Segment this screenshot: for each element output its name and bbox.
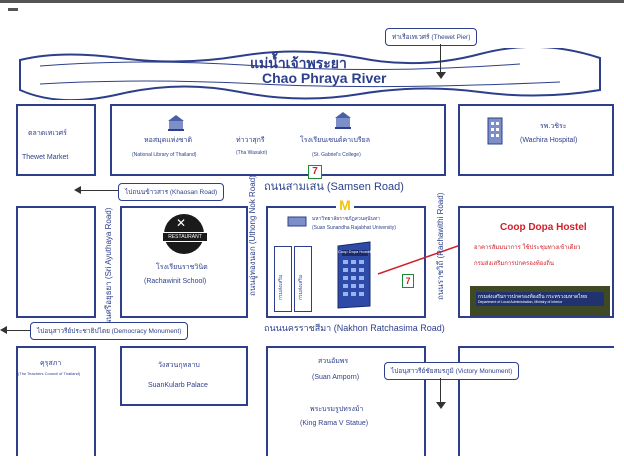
thewet-market-en: Thewet Market — [22, 154, 69, 161]
dept-building-left-label: กรมส่งเสริม — [278, 274, 284, 300]
suankularb-th: วังสวนกุหลาบ — [158, 362, 200, 369]
road-samsen: ถนนสามเสน (Samsen Road) — [264, 181, 404, 193]
st-gabriel-building-icon — [335, 112, 351, 129]
st-gabriel-th: โรงเรียนเซนต์คาเบรียล — [300, 137, 371, 144]
democracy-arrow — [6, 330, 32, 331]
khaosan-callout: ไปถนนข้าวสาร (Khaosan Road) — [118, 183, 225, 201]
block-suankularb — [120, 346, 248, 406]
hostel-sign: Coop Dopa Hostel — [338, 249, 371, 254]
top-bar — [0, 0, 624, 3]
library-building-icon — [168, 115, 184, 131]
river-name-th: แม่น้ำเจ้าพระยา — [250, 55, 347, 71]
king-rama-th: พระบรมรูปทรงม้า — [310, 406, 364, 413]
mcd-icon: M — [336, 198, 354, 212]
suan-amporn-th: สวนอัมพร — [318, 358, 349, 365]
pier-arrow-head — [436, 72, 446, 79]
rajabhat-en: (Suan Sunandha Rajabhat University) — [312, 225, 396, 231]
hostel-photo-caption-en: Department of Local Administration, Mini… — [478, 300, 563, 304]
teachers-council-en: (The Teachers Council of Thailand) — [18, 371, 81, 376]
democracy-callout: ไปอนุสาวรีย์ประชาธิปไตย (Democracy Monum… — [30, 322, 189, 340]
block-thewet-market — [16, 104, 96, 176]
rajabhat-th: มหาวิทยาลัยราชภัฏสวนสุนันทา — [312, 216, 381, 222]
mcd-label: M — [339, 197, 351, 213]
restaurant-banner: RESTAURANT — [162, 232, 208, 242]
thewet-market-th: ตลาดเทเวศร์ — [28, 130, 67, 137]
khaosan-arrow-head — [74, 186, 81, 194]
road-ayuthaya: ถนนศรีอยุธยา (Sri Ayuthaya Road) — [104, 207, 113, 330]
suan-amporn-en: (Suan Amporn) — [312, 374, 360, 381]
river — [19, 48, 601, 100]
hostel-building-icon — [337, 241, 371, 309]
block-teachers-council — [16, 346, 96, 456]
seven-eleven-icon-top: 7 — [308, 165, 322, 179]
hostel-line1: อาคารสัมมนาการ ใช้ประชุมทางเข้าเดียว — [474, 245, 581, 251]
hostel-photo-caption-th: กรมส่งเสริมการปกครองท้องถิ่น กระทรวงมหาด… — [478, 294, 588, 300]
hostel-photo-sign — [476, 292, 604, 306]
dept-building-left — [274, 246, 292, 312]
suankularb-en: SuanKularb Palace — [148, 382, 208, 389]
dept-building-mid — [294, 246, 312, 312]
teachers-council-th: คุรุสภา — [40, 360, 62, 367]
hospital-building-icon — [487, 117, 503, 145]
block-wachira — [458, 104, 614, 176]
victory-arrow-head — [436, 402, 446, 409]
road-rachawithi: ถนนราชวิถี (Rachawithi Road) — [436, 192, 445, 300]
hostel-photo: กรมส่งเสริมการปกครองท้องถิ่น กระทรวงมหาด… — [470, 286, 610, 316]
national-library-en: (National Library of Thailand) — [132, 152, 197, 158]
pier-arrow — [440, 44, 441, 74]
road-nakhon-ratchasima: ถนนนครราชสีมา (Nakhon Ratchasima Road) — [264, 323, 445, 333]
pier-callout: ท่าเรือเทเวศร์ (Thewet Pier) — [385, 28, 478, 46]
hostel-title: Coop Dopa Hostel — [500, 222, 587, 233]
seven-eleven-label-bottom: 7 — [405, 276, 411, 286]
dept-building-mid-label: กรมส่งเสริม — [298, 274, 304, 300]
wachira-th: รพ.วชิระ — [540, 123, 567, 130]
king-rama-en: (King Rama V Statue) — [300, 420, 369, 427]
national-library-th: หอสมุดแห่งชาติ — [144, 137, 193, 144]
tha-wasukri-en: (Tha Wasukri) — [236, 150, 268, 156]
hostel-line2: กรมส่งเสริมการปกครองท้องถิ่น — [474, 261, 554, 267]
st-gabriel-en: (St. Gabriel's College) — [312, 152, 361, 158]
top-bar-icon — [8, 8, 18, 11]
seven-eleven-label: 7 — [312, 166, 318, 177]
khaosan-arrow — [80, 190, 120, 191]
river-name-en: Chao Phraya River — [262, 70, 387, 86]
victory-callout: ไปอนุสาวรีย์ชัยสมรภูมิ (Victory Monument… — [384, 362, 520, 380]
tha-wasukri-th: ท่าวาสุกรี — [236, 137, 265, 144]
rajabhat-building-icon — [287, 216, 307, 227]
road-uthong-nok: ถนนอู่ทองนอก (Uthong Nok Road) — [248, 175, 257, 296]
wachira-en: (Wachira Hospital) — [520, 137, 578, 144]
democracy-arrow-head — [0, 326, 7, 334]
block-library — [110, 104, 446, 176]
seven-eleven-icon-bottom: 7 — [402, 274, 414, 288]
victory-arrow — [440, 378, 441, 404]
rachawinit-en: (Rachawinit School) — [144, 278, 207, 285]
rachawinit-th: โรงเรียนราชวินิต — [156, 264, 208, 271]
fork-knife-icon: ✕ — [176, 216, 187, 230]
block-ayuthaya-left — [16, 206, 96, 318]
